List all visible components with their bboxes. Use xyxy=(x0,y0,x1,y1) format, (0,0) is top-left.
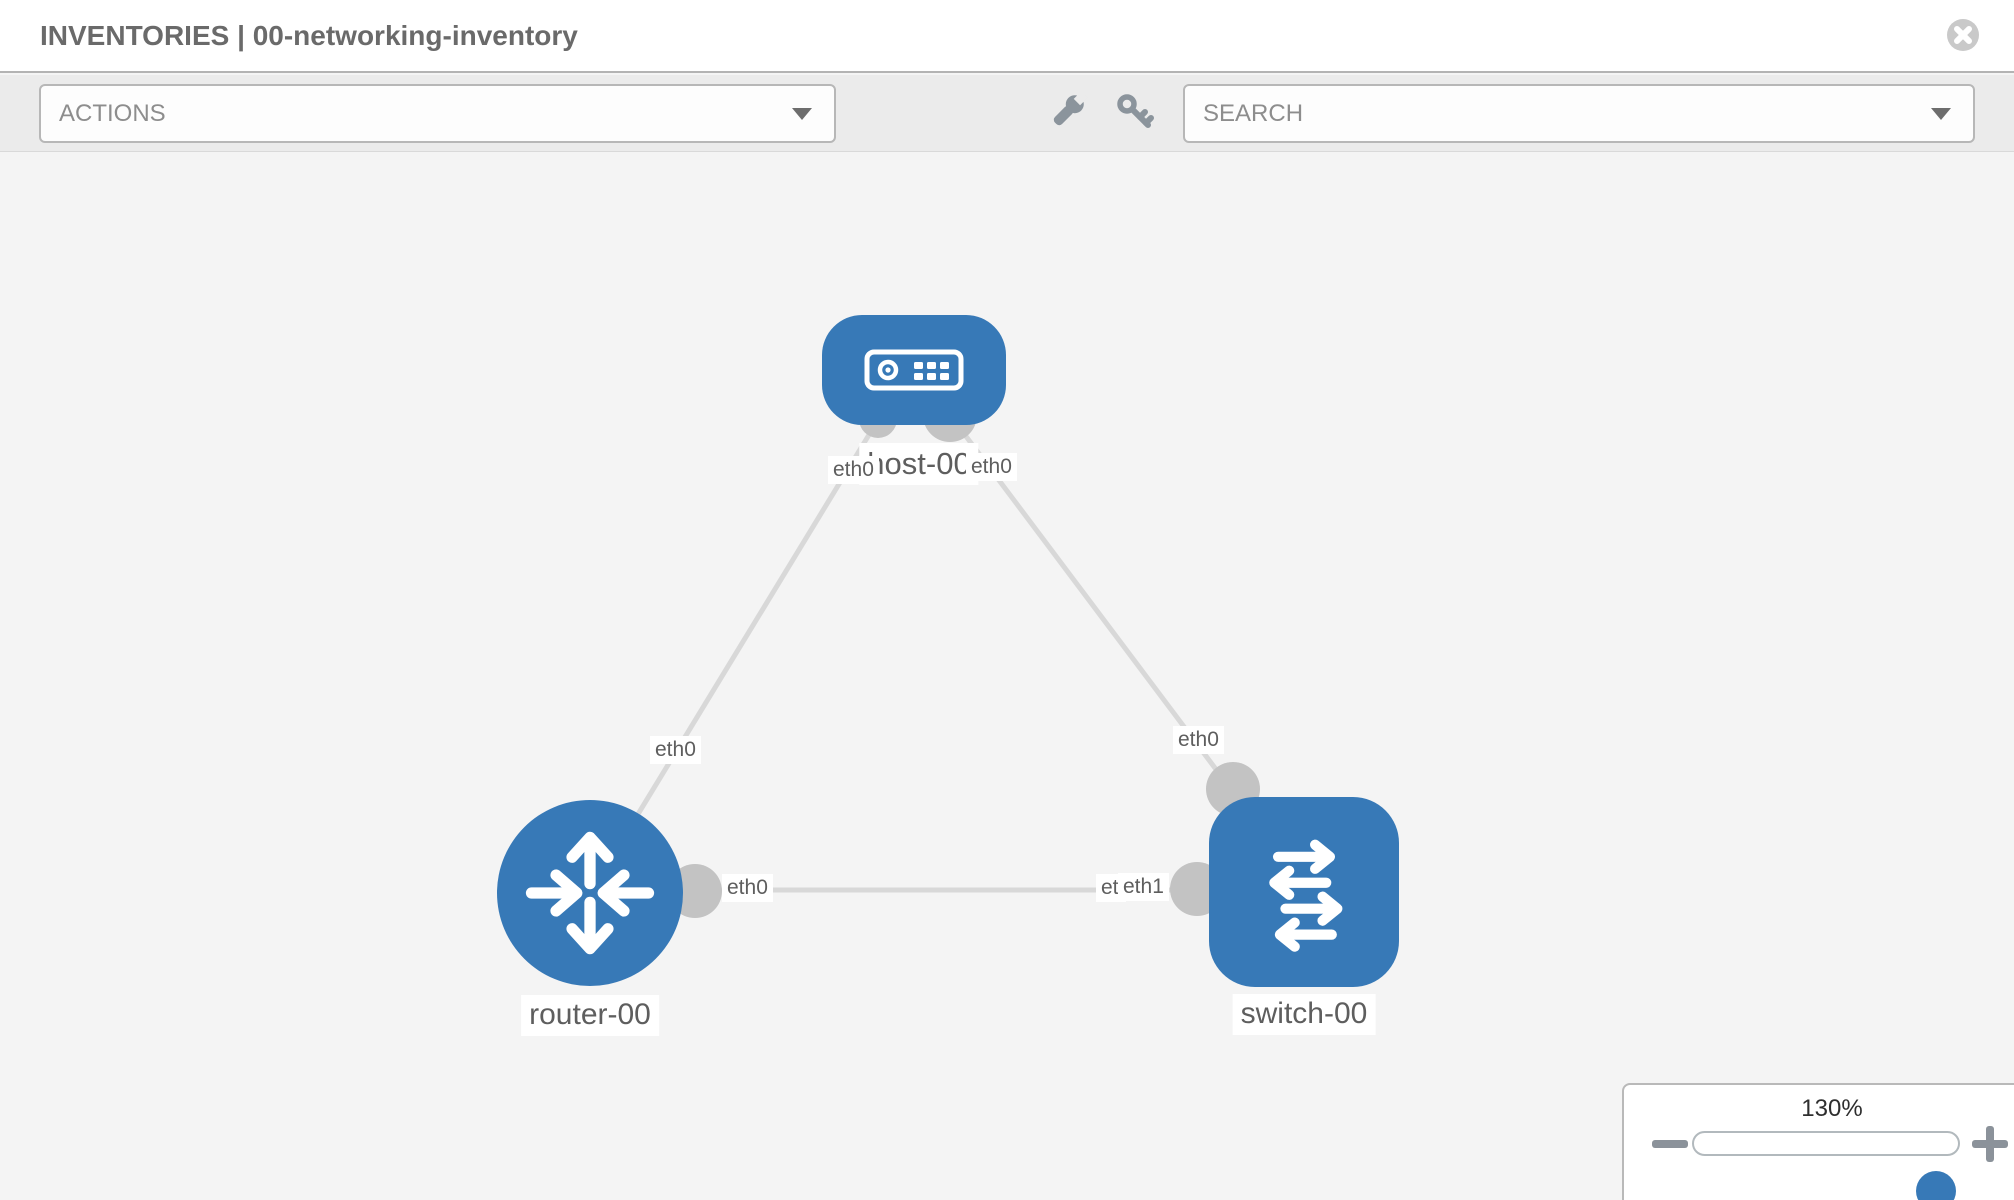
node-label-router: router-00 xyxy=(521,995,659,1036)
node-label-switch: switch-00 xyxy=(1232,994,1376,1035)
interface-label-host-eth0-right: eth0 xyxy=(966,453,1017,482)
chevron-down-icon xyxy=(792,107,812,120)
key-button[interactable] xyxy=(1111,89,1159,137)
search-dropdown[interactable]: SEARCH xyxy=(1183,84,1975,143)
zoom-slider-thumb[interactable] xyxy=(1916,1171,1956,1200)
interface-label-switch-eth1: eth1 xyxy=(1118,873,1169,902)
router-icon xyxy=(525,831,655,955)
interface-label-router-eth0-up: eth0 xyxy=(650,736,701,765)
zoom-out-button[interactable] xyxy=(1648,1121,1692,1165)
zoom-in-button[interactable] xyxy=(1968,1121,2012,1165)
key-icon xyxy=(1117,93,1154,128)
zoom-level-label: 130% xyxy=(1801,1095,1863,1122)
toolbar: ACTIONS SEARCH xyxy=(0,75,2014,152)
page-title: INVENTORIES | 00-networking-inventory xyxy=(40,20,578,51)
tools-button[interactable] xyxy=(1043,89,1091,137)
node-host[interactable] xyxy=(822,315,1006,425)
node-label-host: host-00 xyxy=(859,443,979,485)
interface-label-host-eth0-left: eth0 xyxy=(828,456,879,485)
actions-dropdown-label: ACTIONS xyxy=(59,99,166,127)
interface-label-router-eth0: eth0 xyxy=(722,874,773,903)
plus-icon xyxy=(1986,1126,1994,1162)
zoom-slider[interactable] xyxy=(1692,1131,1960,1200)
node-switch[interactable] xyxy=(1209,797,1399,987)
zoom-panel: 130% xyxy=(1622,1083,2014,1200)
header: INVENTORIES | 00-networking-inventory xyxy=(0,0,2014,73)
interface-label-switch-eth0: eth0 xyxy=(1173,726,1224,755)
chevron-down-icon xyxy=(1931,107,1951,120)
search-dropdown-label: SEARCH xyxy=(1203,99,1304,127)
close-icon xyxy=(1947,19,1979,51)
switch-icon xyxy=(1269,839,1343,952)
minus-icon xyxy=(1652,1140,1688,1148)
actions-dropdown[interactable]: ACTIONS xyxy=(39,84,836,143)
wrench-icon xyxy=(1053,90,1088,125)
host-icon xyxy=(864,349,964,391)
close-button[interactable] xyxy=(1946,18,1980,52)
node-router[interactable] xyxy=(497,800,683,986)
